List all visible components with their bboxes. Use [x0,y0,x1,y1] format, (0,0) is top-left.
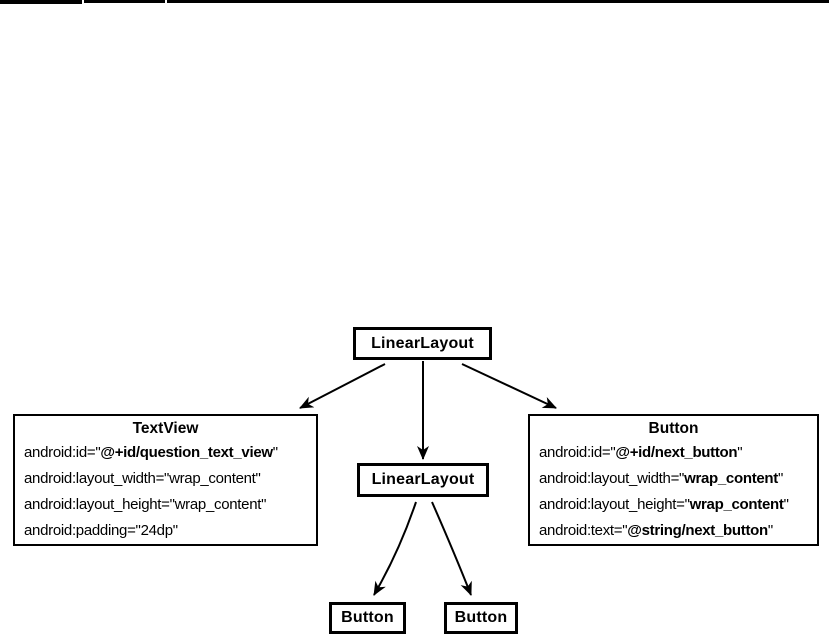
border-segment [84,0,165,3]
attr-value: @+id/question_text_view [100,444,273,461]
edge-root-to-next-button [461,363,557,409]
attr-value: @+id/next_button [615,444,738,461]
attr-prefix: android:padding=" [24,522,141,539]
attr-suffix: " [767,522,773,539]
attr-suffix: " [172,522,178,539]
attr-suffix: " [255,470,261,487]
attr-layout-width: android:layout_width="wrap_content" [539,466,808,492]
edge-root-to-textview [299,363,386,409]
node-title: Button [341,609,394,626]
border-segment [0,0,82,4]
attr-text: android:text="@string/next_button" [539,518,808,544]
node-root-linearlayout: LinearLayout [353,327,492,360]
attr-suffix: " [272,444,278,461]
attr-layout-width: android:layout_width="wrap_content" [24,466,307,492]
attr-prefix: android:text=" [539,522,628,539]
node-textview: TextView android:id="@+id/question_text_… [13,414,318,546]
attr-layout-height: android:layout_height="wrap_content" [539,492,808,518]
edge-inner-to-button-2 [431,501,472,596]
node-title: LinearLayout [371,334,474,352]
attr-suffix: " [778,470,784,487]
attr-padding: android:padding="24dp" [24,518,307,544]
node-leaf-button-2: Button [444,602,518,634]
attr-prefix: android:layout_width=" [24,470,170,487]
node-next-button: Button android:id="@+id/next_button" and… [528,414,819,546]
attr-value: 24dp [140,522,173,539]
attr-prefix: android:layout_height=" [24,496,175,513]
attr-value: wrap_content [684,470,778,487]
attr-prefix: android:id=" [539,444,616,461]
node-title: Button [648,420,699,437]
attr-value: wrap_content [174,496,262,513]
node-inner-linearlayout: LinearLayout [357,463,489,497]
attr-android-id: android:id="@+id/next_button" [539,440,808,466]
attr-suffix: " [261,496,267,513]
border-segment [167,0,829,3]
attr-suffix: " [783,496,789,513]
attr-value: @string/next_button [627,522,768,539]
attr-value: wrap_content [689,496,784,513]
attr-prefix: android:layout_height=" [539,496,690,513]
attr-layout-height: android:layout_height="wrap_content" [24,492,307,518]
node-title: TextView [132,420,199,437]
node-leaf-button-1: Button [329,602,406,634]
node-title: Button [454,609,508,626]
attr-android-id: android:id="@+id/question_text_view" [24,440,307,466]
attr-prefix: android:layout_width=" [539,470,685,487]
node-title: LinearLayout [371,471,475,488]
attr-suffix: " [737,444,743,461]
edge-inner-to-button-1 [373,501,417,596]
attr-prefix: android:id=" [24,444,101,461]
attr-value: wrap_content [169,470,256,487]
